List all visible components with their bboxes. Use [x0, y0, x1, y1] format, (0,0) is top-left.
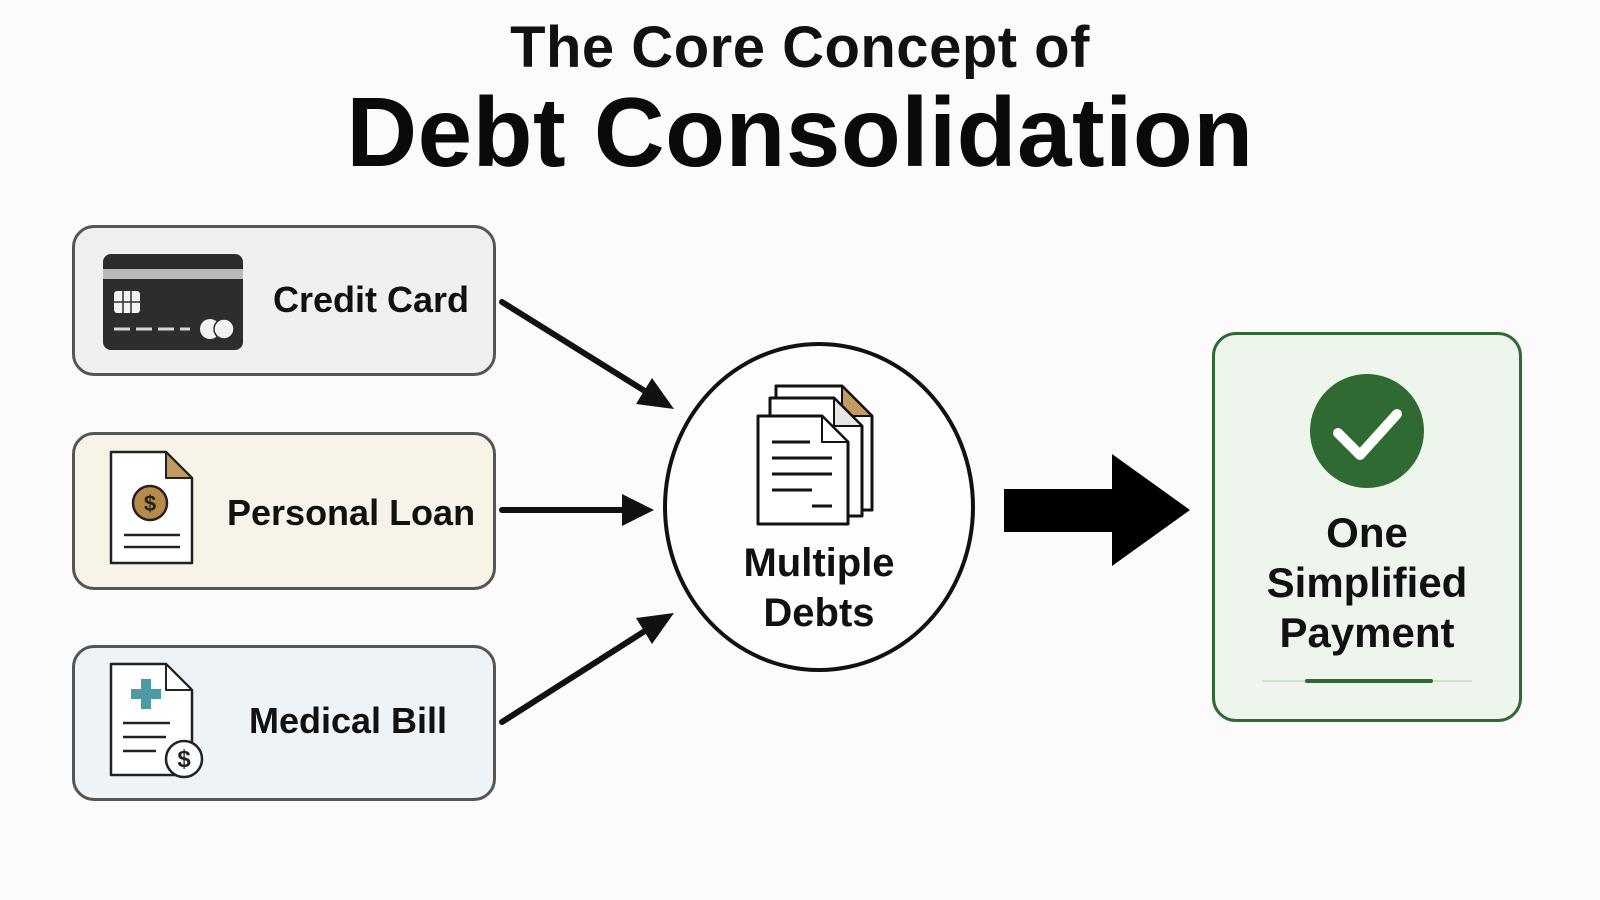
arrow-medical-bill: [499, 613, 674, 725]
multiple-debts-label-line-1: Multiple: [743, 541, 895, 585]
debt-card-medical-bill: $ Medical Bill: [72, 645, 496, 801]
result-label: One Simplified Payment: [1212, 508, 1522, 658]
svg-text:$: $: [177, 746, 191, 773]
arrow-to-result: [1004, 454, 1190, 566]
arrow-credit-card: [499, 299, 674, 409]
debt-label-personal-loan: Personal Loan: [227, 492, 476, 533]
multiple-debts-label-line-2: Debts: [763, 591, 875, 635]
credit-card-icon: [103, 254, 243, 350]
page-title: Debt Consolidation: [346, 77, 1254, 187]
medical-bill-icon: $: [109, 662, 204, 779]
debt-label-medical-bill: Medical Bill: [249, 700, 448, 741]
svg-text:$: $: [144, 491, 156, 516]
title-line-1: The Core Concept of: [510, 15, 1090, 80]
loan-document-icon: $: [109, 450, 194, 565]
result-label-line-2: Simplified: [1266, 559, 1468, 606]
debt-card-credit-card: Credit Card: [72, 225, 496, 376]
result-underline: [1305, 679, 1433, 683]
result-label-line-1: One: [1326, 509, 1408, 556]
arrow-personal-loan: [499, 494, 654, 526]
debt-label-credit-card: Credit Card: [273, 279, 470, 320]
multiple-debts-label: Multiple Debts: [663, 538, 975, 638]
debt-card-personal-loan: $ Personal Loan: [72, 432, 496, 590]
result-label-line-3: Payment: [1279, 609, 1455, 656]
